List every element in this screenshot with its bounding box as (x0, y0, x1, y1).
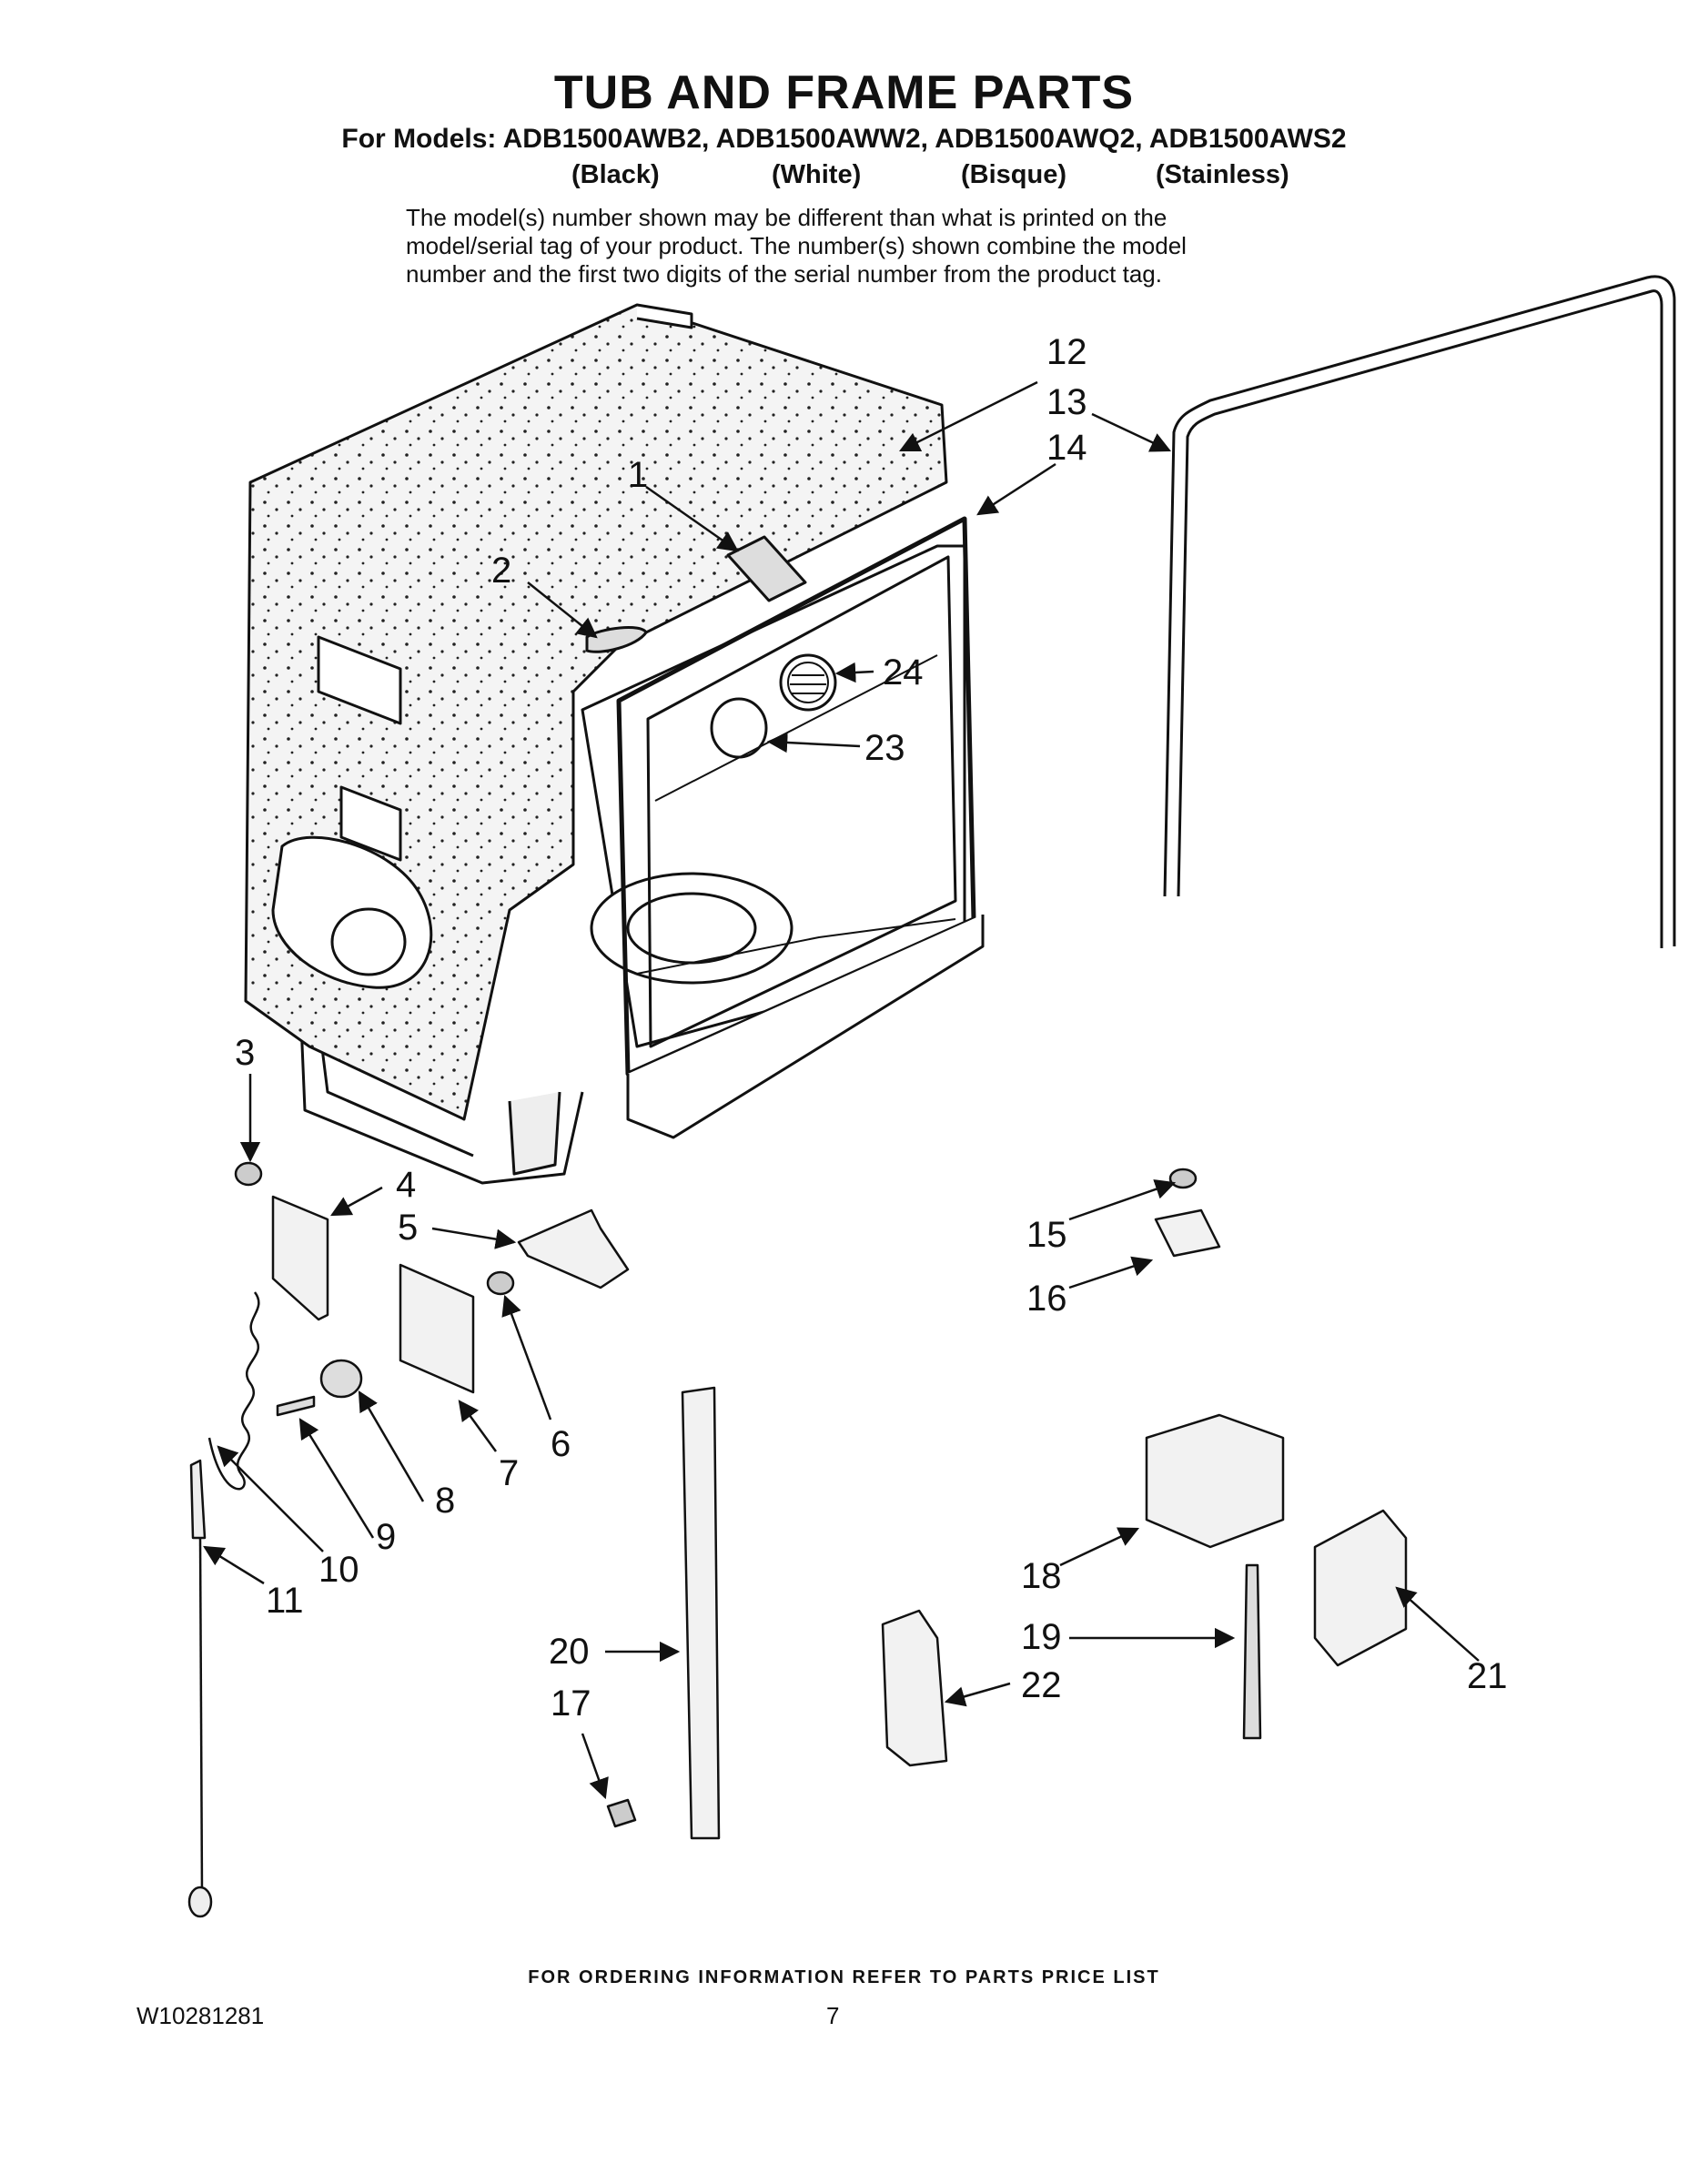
ordering-note: FOR ORDERING INFORMATION REFER TO PARTS … (528, 1967, 1160, 1987)
callout-9: 9 (376, 1517, 396, 1557)
callout-20: 20 (549, 1632, 590, 1672)
leg-bracket-part (1145, 1413, 1285, 1549)
callout-16: 16 (1026, 1279, 1067, 1319)
callout-23: 23 (864, 728, 905, 768)
callout-6: 6 (551, 1424, 571, 1464)
leveling-leg-part (1242, 1563, 1262, 1740)
trim-screw-part (606, 1798, 637, 1828)
door-spring-part (207, 1291, 260, 1491)
callout-13: 13 (1046, 382, 1087, 422)
callout-5: 5 (398, 1208, 418, 1248)
grommet-part (486, 1270, 515, 1296)
note-line: The model(s) number shown may be differe… (406, 204, 1167, 231)
callout-17: 17 (551, 1684, 591, 1724)
callout-12: 12 (1046, 332, 1087, 372)
door-link-part (189, 1459, 207, 1540)
callout-15: 15 (1026, 1215, 1067, 1255)
callout-2: 2 (491, 551, 511, 591)
door-gasket (1163, 275, 1676, 948)
callout-1: 1 (628, 455, 648, 495)
plug-part (234, 1161, 263, 1187)
callout-10: 10 (318, 1550, 359, 1590)
note-line: model/serial tag of your product. The nu… (406, 232, 1187, 259)
hinge-plate-part (271, 1195, 329, 1321)
callout-24: 24 (883, 652, 924, 693)
side-bracket-part (517, 1208, 630, 1289)
note-line: number and the first two digits of the s… (406, 260, 1162, 288)
callout-8: 8 (435, 1481, 455, 1521)
callout-numbers: 1 2 3 4 5 6 7 8 9 10 11 12 13 14 15 16 1… (235, 332, 1508, 1724)
color-label-bisque: (Bisque) (961, 160, 1066, 189)
callout-11: 11 (266, 1581, 304, 1621)
color-label-black: (Black) (571, 160, 660, 189)
callout-19: 19 (1021, 1617, 1062, 1657)
callout-7: 7 (499, 1453, 519, 1493)
lower-bracket-part (881, 1609, 948, 1767)
leg-cover-part (1313, 1509, 1408, 1667)
callout-3: 3 (235, 1033, 255, 1073)
screw-part (1168, 1168, 1198, 1189)
color-label-white: (White) (772, 160, 862, 189)
side-trim-part (681, 1386, 721, 1840)
page-title: TUB AND FRAME PARTS (553, 66, 1135, 119)
page-number: 7 (826, 2002, 840, 2029)
callout-22: 22 (1021, 1665, 1062, 1705)
color-label-stainless: (Stainless) (1156, 160, 1289, 189)
callout-18: 18 (1021, 1556, 1062, 1596)
document-id: W10281281 (136, 2002, 265, 2029)
clip-part (1154, 1208, 1221, 1258)
callout-14: 14 (1046, 428, 1087, 468)
roller-part (319, 1359, 363, 1399)
leader-lines (203, 380, 1480, 1800)
callout-21: 21 (1467, 1656, 1508, 1696)
models-line: For Models: ADB1500AWB2, ADB1500AWW2, AD… (341, 124, 1347, 154)
callout-4: 4 (396, 1165, 416, 1205)
pin-part (276, 1395, 316, 1417)
model-number-note: The model(s) number shown may be differe… (406, 204, 1316, 288)
mounting-plate-part (399, 1263, 475, 1394)
